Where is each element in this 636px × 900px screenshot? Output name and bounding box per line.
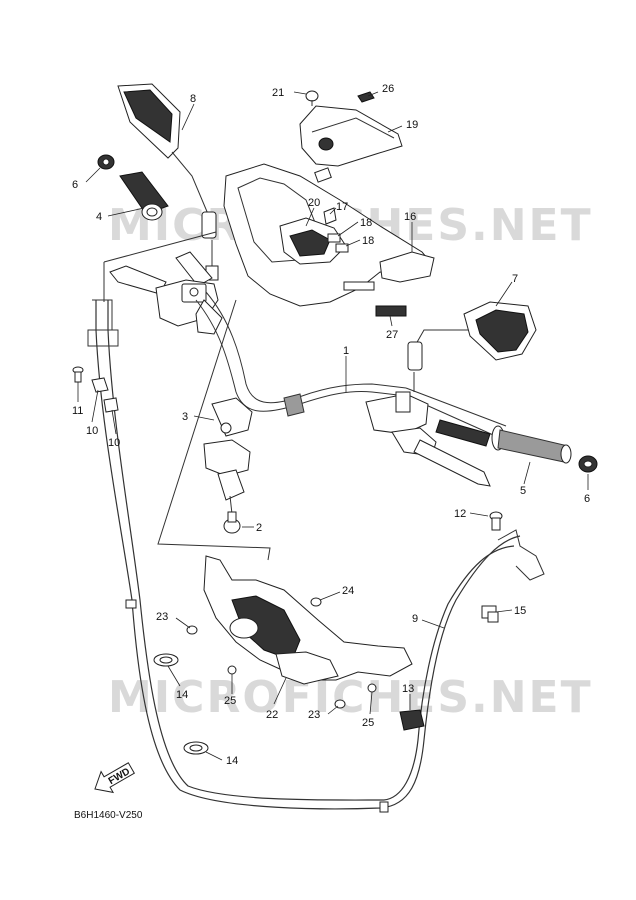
right-mirror [407,301,537,392]
band-14-lower [183,741,209,755]
cover-19 [299,105,403,167]
left-grip [119,171,213,287]
right-lever-assembly [365,391,491,487]
throttle-cables [87,299,545,813]
right-grip [435,419,572,464]
callout-22: 22 [266,709,278,721]
callout-7: 7 [512,273,518,285]
left-bar-end [97,154,115,170]
bolt-2 [223,511,241,534]
callout-2: 2 [256,522,262,534]
callout-16: 16 [404,211,416,223]
callout-24: 24 [342,585,354,597]
callout-3: 3 [182,411,188,423]
callout-11: 11 [72,405,83,417]
small-parts-17-18 [323,207,349,253]
callout-19: 19 [406,119,418,131]
callout-14a: 14 [176,689,188,701]
callout-4: 4 [96,211,102,223]
callout-5: 5 [520,485,526,497]
bolt-11 [72,366,84,383]
callout-25a: 25 [224,695,236,707]
callout-14b: 14 [226,755,238,767]
callout-8: 8 [190,93,196,105]
clamp-13 [399,709,425,731]
watermark-bottom: MICROFICHES.NET [108,672,593,723]
clip-26 [357,91,375,103]
diagram-code: B6H1460-V250 [74,810,143,821]
bolt-12 [489,511,503,531]
callout-25b: 25 [362,717,374,729]
screw-21 [305,90,319,106]
callout-9: 9 [412,613,418,625]
handle-cover-lower [203,555,413,685]
callout-17: 17 [336,201,348,213]
callout-26: 26 [382,83,394,95]
screw-24 [310,597,322,607]
clip-10b [103,397,119,413]
callout-6-right: 6 [584,493,590,505]
callout-10a: 10 [86,425,98,437]
callout-27: 27 [386,329,398,341]
callout-23a: 23 [156,611,168,623]
left-mirror [117,83,219,281]
handlebar-holder [203,397,253,515]
callout-6-left: 6 [72,179,78,191]
part-27 [375,305,407,317]
assembly-outline [103,231,271,561]
fwd-label: FWD [107,766,132,787]
callouts: 1 2 3 4 5 6 6 7 8 9 10 10 11 12 13 14 14 [72,83,590,767]
callout-15: 15 [514,605,526,617]
callout-18a: 18 [360,217,372,229]
callout-12: 12 [454,508,466,520]
screw-25b [367,683,377,693]
fwd-arrow: FWD [94,762,136,794]
callout-13: 13 [402,683,414,695]
screw-25a [227,665,237,675]
callout-10b: 10 [108,437,120,449]
callout-1: 1 [343,345,349,357]
band-14-upper [153,653,179,667]
callout-21: 21 [272,87,284,99]
callout-23b: 23 [308,709,320,721]
clamp-15 [481,605,499,623]
callout-20: 20 [308,197,320,209]
callout-18b: 18 [362,235,374,247]
clip-10a [91,377,109,393]
right-bar-end [578,455,598,473]
